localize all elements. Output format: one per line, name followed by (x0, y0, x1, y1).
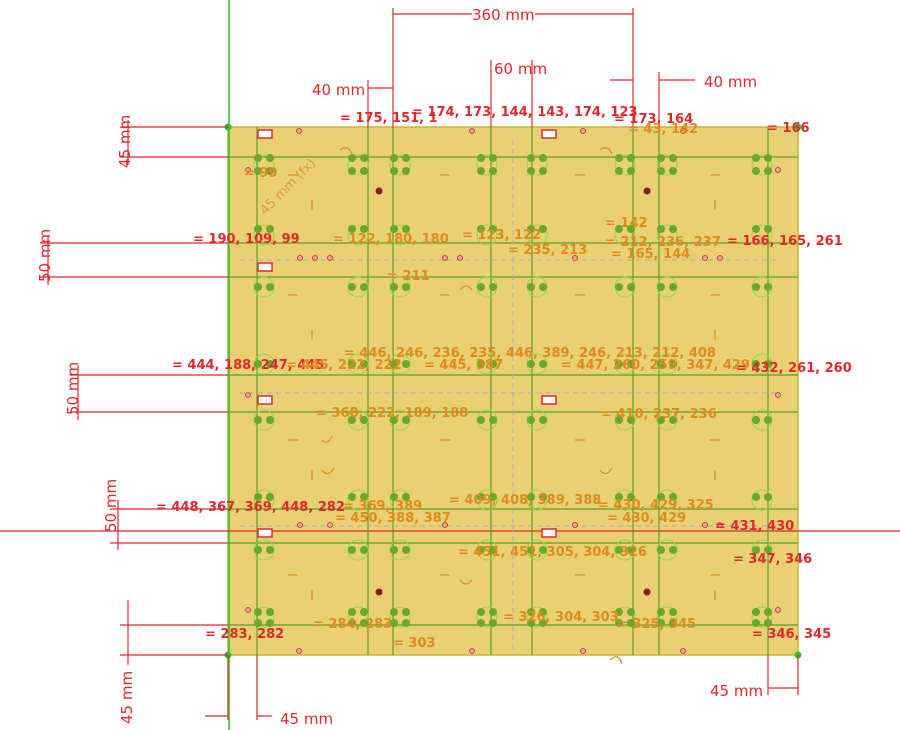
constraint-glyphs (288, 147, 720, 665)
mounting-holes[interactable] (253, 154, 773, 628)
slot-markers[interactable] (257, 129, 557, 538)
sketch-points[interactable] (245, 128, 781, 654)
grid-lines (228, 127, 798, 655)
center-marks (375, 187, 651, 596)
